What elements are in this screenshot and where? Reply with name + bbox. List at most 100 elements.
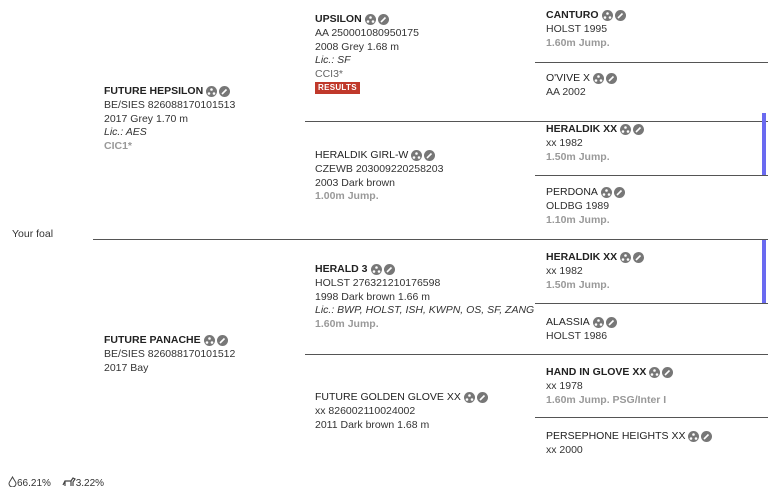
sire-card: FUTURE HEPSILON BE/SIES 826088170101513 …: [104, 85, 235, 153]
ancestor-card: HERALDIK XX xx 1982 1.50m Jump.: [546, 123, 646, 164]
dam-dam-name[interactable]: FUTURE GOLDEN GLOVE XX: [315, 391, 461, 403]
ancestor-registration: AA 2002: [546, 86, 586, 99]
sire-licence: Lic.: AES: [104, 126, 147, 139]
highlight-bar: [762, 240, 766, 303]
dam-sire-registration: HOLST 276321210176598: [315, 277, 441, 290]
droplet-icon: [8, 475, 17, 489]
edit-icon[interactable]: [662, 366, 674, 378]
sire-dam-details: 2003 Dark brown: [315, 176, 395, 189]
edit-icon[interactable]: [377, 13, 389, 25]
percent-2: 3.22%: [75, 478, 105, 489]
percent-1: 66.21%: [17, 478, 51, 489]
your-foal-label: Your foal: [12, 228, 54, 240]
dam-dam-details: 2011 Dark brown 1.68 m: [315, 418, 430, 431]
family-tree-icon[interactable]: [592, 316, 604, 328]
sire-dam-card: HERALDIK GIRL-W CZEWB 203009220258203 20…: [315, 149, 443, 204]
ancestor-registration: xx 1978: [546, 380, 583, 393]
edit-icon[interactable]: [383, 263, 395, 275]
edit-icon[interactable]: [219, 85, 231, 97]
ancestor-card: CANTURO HOLST 1995 1.60m Jump.: [546, 9, 628, 50]
family-tree-icon[interactable]: [463, 391, 475, 403]
col3-divider-1: [535, 62, 768, 63]
ancestor-name[interactable]: PERSEPHONE HEIGHTS XX: [546, 430, 686, 442]
sire-sire-registration: AA 250001080950175: [315, 27, 419, 40]
ancestor-level: 1.50m Jump.: [546, 150, 610, 163]
sire-dam-level: 1.00m Jump.: [315, 190, 379, 203]
family-tree-icon[interactable]: [688, 430, 700, 442]
family-tree-icon[interactable]: [364, 13, 376, 25]
sire-dam-name[interactable]: HERALDIK GIRL-W: [315, 149, 409, 161]
family-tree-icon[interactable]: [600, 186, 612, 198]
edit-icon[interactable]: [476, 391, 488, 403]
edit-icon[interactable]: [614, 9, 626, 21]
edit-icon[interactable]: [701, 430, 713, 442]
ancestor-card: O'VIVE X AA 2002: [546, 72, 619, 100]
sire-name[interactable]: FUTURE HEPSILON: [104, 85, 204, 97]
dam-name[interactable]: FUTURE PANACHE: [104, 334, 201, 346]
ancestor-level: 1.60m Jump. PSG/Inter I: [546, 393, 667, 406]
sire-details: 2017 Grey 1.70 m: [104, 112, 189, 125]
ancestor-name[interactable]: O'VIVE X: [546, 72, 591, 84]
ancestor-name[interactable]: PERDONA: [546, 186, 598, 198]
ancestor-registration: HOLST 1995: [546, 23, 608, 36]
horse-icon: [62, 477, 76, 489]
family-tree-icon[interactable]: [601, 9, 613, 21]
ancestor-level: 1.10m Jump.: [546, 213, 610, 226]
ancestor-card: HAND IN GLOVE XX xx 1978 1.60m Jump. PSG…: [546, 366, 675, 407]
family-tree-icon[interactable]: [203, 334, 215, 346]
col3-divider-2: [535, 175, 768, 176]
footer-stats: 66.21% 3.22%: [8, 475, 105, 489]
dam-registration: BE/SIES 826088170101512: [104, 348, 236, 361]
edit-icon[interactable]: [633, 123, 645, 135]
ancestor-registration: xx 1982: [546, 265, 583, 278]
edit-icon[interactable]: [424, 149, 436, 161]
col3-divider-3: [535, 303, 768, 304]
dam-line-divider: [305, 354, 768, 355]
ancestor-name[interactable]: CANTURO: [546, 9, 599, 21]
ancestor-card: PERSEPHONE HEIGHTS XX xx 2000: [546, 430, 714, 458]
dam-sire-details: 1998 Dark brown 1.66 m: [315, 290, 430, 303]
ancestor-registration: xx 1982: [546, 137, 583, 150]
dam-card: FUTURE PANACHE BE/SIES 826088170101512 2…: [104, 334, 235, 375]
dam-sire-name[interactable]: HERALD 3: [315, 263, 368, 275]
sire-dam-registration: CZEWB 203009220258203: [315, 163, 444, 176]
highlight-bar: [762, 113, 766, 175]
sire-sire-name[interactable]: UPSILON: [315, 13, 362, 25]
ancestor-name[interactable]: HERALDIK XX: [546, 251, 618, 263]
family-tree-icon[interactable]: [206, 85, 218, 97]
dam-dam-registration: xx 826002110024002: [315, 405, 416, 418]
dam-dam-card: FUTURE GOLDEN GLOVE XX xx 82600211002400…: [315, 391, 490, 432]
family-tree-icon[interactable]: [370, 263, 382, 275]
family-tree-icon[interactable]: [620, 123, 632, 135]
ancestor-level: 1.60m Jump.: [546, 36, 610, 49]
dam-sire-level: 1.60m Jump.: [315, 317, 379, 330]
ancestor-card: ALASSIA HOLST 1986: [546, 316, 619, 344]
ancestor-registration: OLDBG 1989: [546, 200, 610, 213]
results-button[interactable]: RESULTS: [315, 82, 360, 95]
sire-line-divider: [305, 121, 768, 122]
ancestor-level: 1.50m Jump.: [546, 278, 610, 291]
sire-level: CIC1*: [104, 139, 133, 152]
ancestor-name[interactable]: HAND IN GLOVE XX: [546, 366, 647, 378]
ancestor-registration: HOLST 1986: [546, 330, 608, 343]
foal-divider: [93, 239, 768, 240]
sire-sire-licence: Lic.: SF: [315, 54, 351, 67]
ancestor-name[interactable]: HERALDIK XX: [546, 123, 618, 135]
family-tree-icon[interactable]: [620, 251, 632, 263]
ancestor-name[interactable]: ALASSIA: [546, 316, 590, 328]
edit-icon[interactable]: [613, 186, 625, 198]
family-tree-icon[interactable]: [411, 149, 423, 161]
sire-sire-level: CCI3*: [315, 67, 344, 80]
edit-icon[interactable]: [605, 316, 617, 328]
col3-divider-4: [535, 417, 768, 418]
family-tree-icon[interactable]: [593, 72, 605, 84]
sire-sire-details: 2008 Grey 1.68 m: [315, 40, 400, 53]
ancestor-registration: xx 2000: [546, 444, 583, 457]
edit-icon[interactable]: [633, 251, 645, 263]
dam-details: 2017 Bay: [104, 361, 149, 374]
edit-icon[interactable]: [216, 334, 228, 346]
family-tree-icon[interactable]: [649, 366, 661, 378]
ancestor-card: HERALDIK XX xx 1982 1.50m Jump.: [546, 251, 646, 292]
edit-icon[interactable]: [606, 72, 618, 84]
sire-sire-card: UPSILON AA 250001080950175 2008 Grey 1.6…: [315, 13, 419, 95]
